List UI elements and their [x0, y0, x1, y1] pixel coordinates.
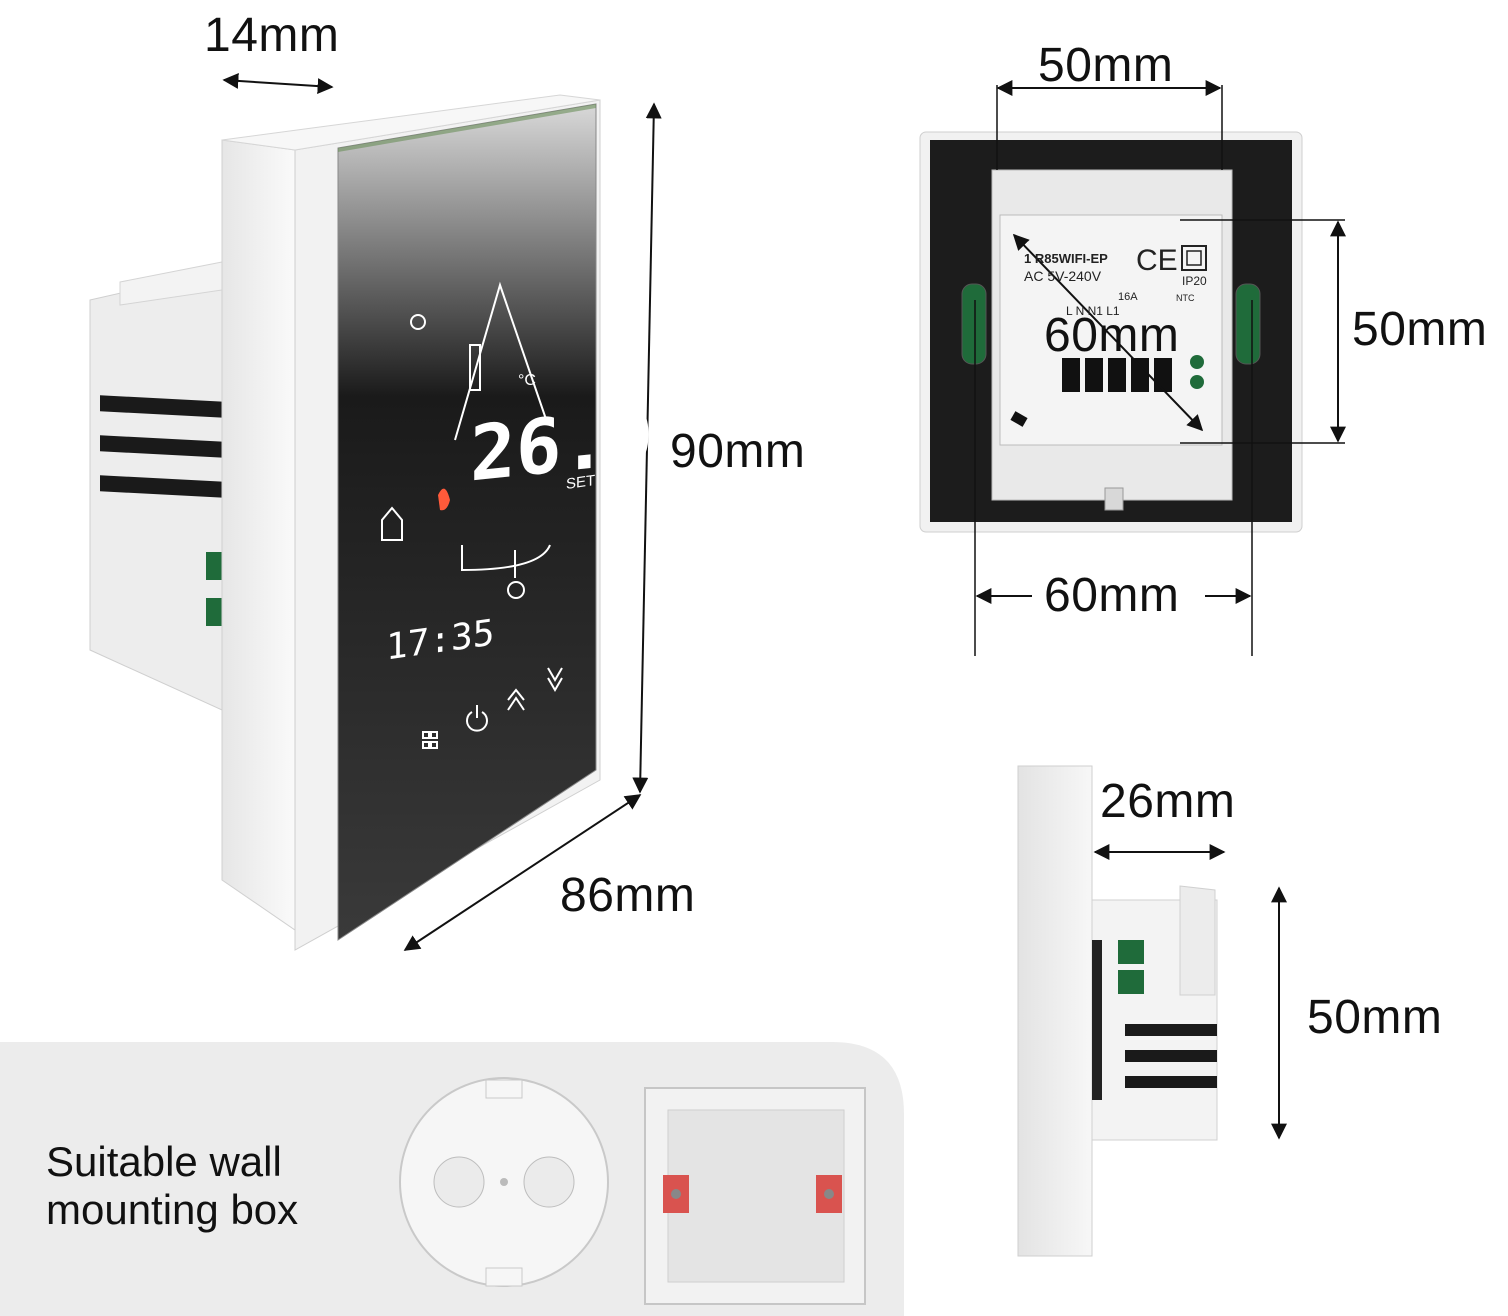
caption-line-2: mounting box [46, 1186, 299, 1233]
round-mounting-box [399, 1077, 609, 1287]
height-dimension-label: 90mm [670, 425, 806, 478]
depth-dimension-label: 14mm [204, 9, 340, 62]
back-inner-width-label: 50mm [1038, 39, 1174, 92]
side-height-label: 50mm [1307, 991, 1443, 1044]
side-depth-label: 26mm [1100, 775, 1236, 828]
voltage-label: AC 5V-240V [1024, 268, 1102, 284]
current-rating-label: 16A [1118, 291, 1138, 303]
temperature-unit: °C [518, 372, 536, 389]
back-screw-width-label: 60mm [1044, 569, 1180, 622]
ce-mark: CE [1136, 244, 1178, 277]
width-dimension-label: 86mm [560, 869, 696, 922]
side-view [1017, 765, 1218, 1257]
dimension-arrows [222, 72, 1346, 1140]
back-diagonal-label: 60mm [1044, 309, 1180, 362]
mounting-box-caption: Suitable wall mounting box [46, 1138, 298, 1234]
square-mounting-box [644, 1087, 866, 1305]
back-height-label: 50mm [1352, 303, 1488, 356]
ntc-label: NTC [1176, 293, 1195, 303]
caption-line-1: Suitable wall [46, 1138, 282, 1185]
front-thermostat-view [89, 94, 601, 951]
ip-rating-label: IP20 [1182, 274, 1207, 288]
model-label: 1 R85WIFI-EP [1024, 251, 1108, 266]
terminal-labels: L N N1 L1 [1066, 304, 1120, 318]
